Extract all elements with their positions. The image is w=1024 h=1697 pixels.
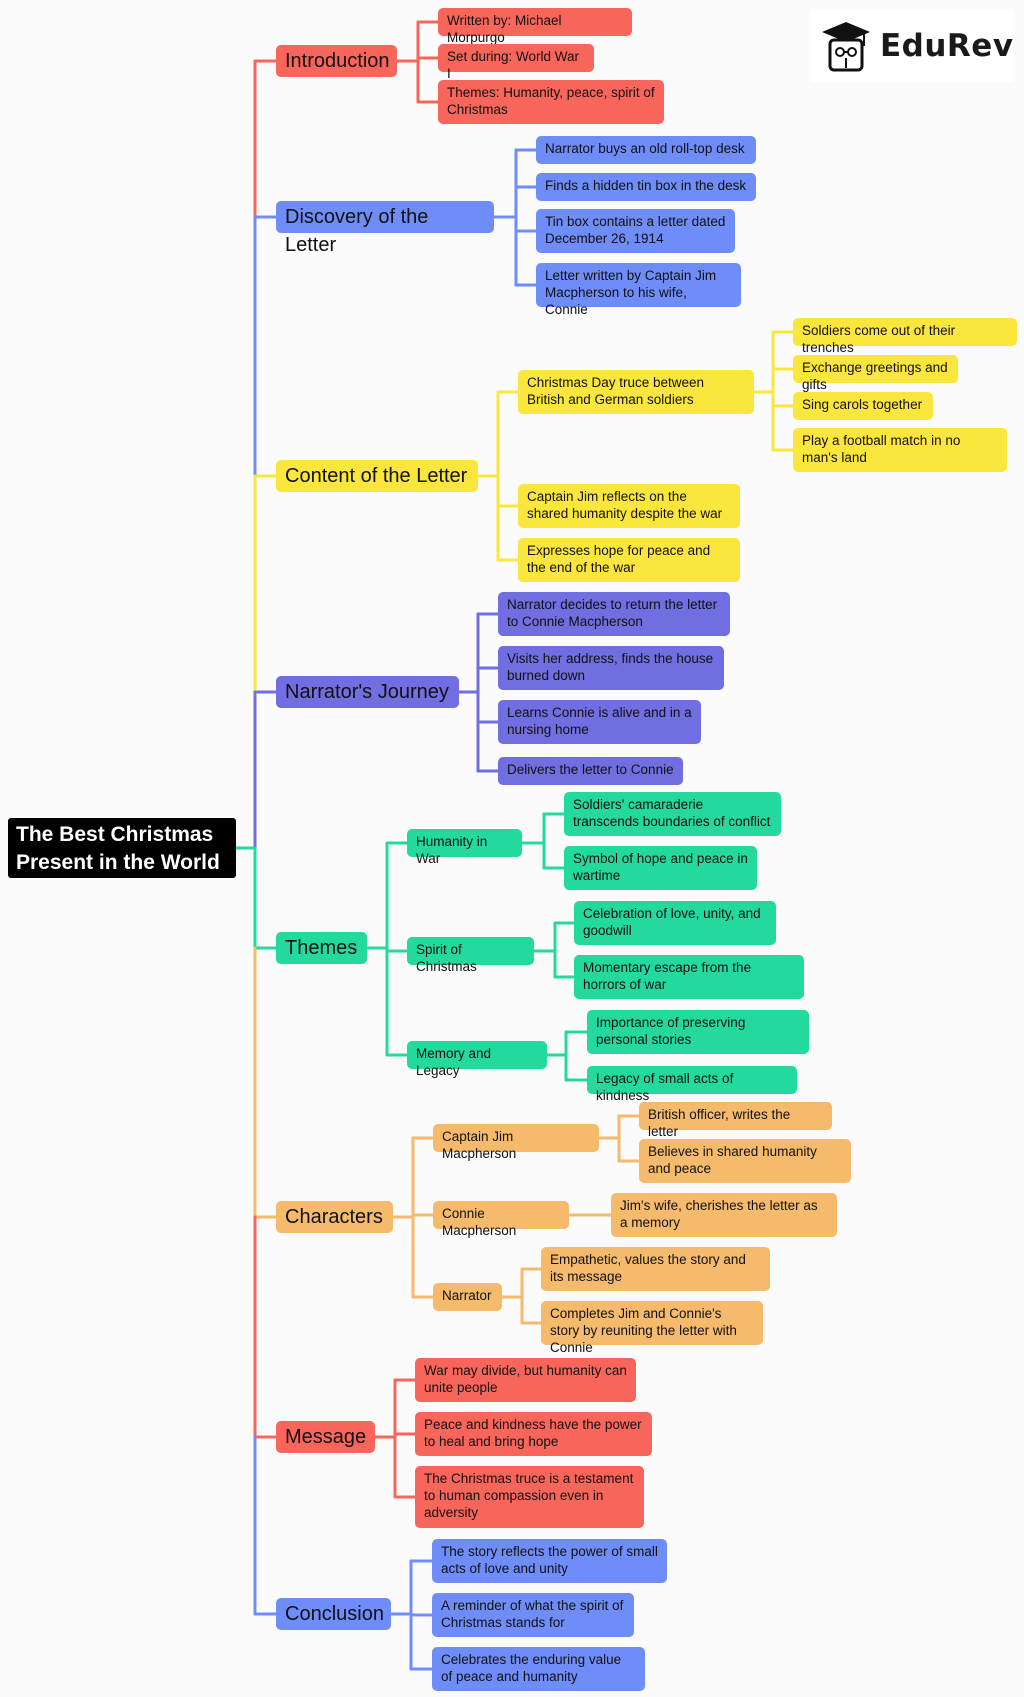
leaf-celebration-of-love-unity-and-goodwill: Celebration of love, unity, and goodwill [574, 901, 776, 945]
branch-message: Message [276, 1421, 375, 1453]
leaf-completes-jim-and-connie-s-story-by-reun: Completes Jim and Connie's story by reun… [541, 1301, 763, 1355]
leaf-set-during-world-war-i: Set during: World War I [438, 44, 594, 81]
leaf-peace-and-kindness-have-the-power-to-hea: Peace and kindness have the power to hea… [415, 1412, 652, 1456]
leaf-captain-jim-reflects-on-the-shared-human: Captain Jim reflects on the shared human… [518, 484, 740, 528]
leaf-legacy-of-small-acts-of-kindness: Legacy of small acts of kindness [587, 1066, 797, 1103]
leaf-the-story-reflects-the-power-of-small-ac: The story reflects the power of small ac… [432, 1539, 667, 1583]
leaf-themes-humanity-peace-spirit-of-christma: Themes: Humanity, peace, spirit of Chris… [438, 80, 664, 124]
subtopic-christmas-day-truce-between-british-and-: Christmas Day truce between British and … [518, 370, 754, 414]
leaf-delivers-the-letter-to-connie: Delivers the letter to Connie [498, 757, 683, 785]
leaf-soldiers-come-out-of-their-trenches: Soldiers come out of their trenches [793, 318, 1017, 355]
subtopic-memory-and-legacy: Memory and Legacy [407, 1041, 547, 1078]
leaf-jim-s-wife-cherishes-the-letter-as-a-mem: Jim's wife, cherishes the letter as a me… [611, 1193, 837, 1237]
leaf-narrator-decides-to-return-the-letter-to: Narrator decides to return the letter to… [498, 592, 730, 636]
branch-introduction: Introduction [276, 45, 397, 77]
leaf-expresses-hope-for-peace-and-the-end-of-: Expresses hope for peace and the end of … [518, 538, 740, 582]
subtopic-humanity-in-war: Humanity in War [407, 829, 522, 866]
branch-content-of-the-letter: Content of the Letter [276, 460, 478, 492]
leaf-believes-in-shared-humanity-and-peace: Believes in shared humanity and peace [639, 1139, 851, 1183]
subtopic-spirit-of-christmas: Spirit of Christmas [407, 937, 534, 974]
branch-themes: Themes [276, 932, 367, 964]
edurev-logo: EduRev [810, 10, 1014, 82]
leaf-learns-connie-is-alive-and-in-a-nursing-: Learns Connie is alive and in a nursing … [498, 700, 701, 744]
leaf-british-officer-writes-the-letter: British officer, writes the letter [639, 1102, 832, 1139]
graduation-cap-icon [822, 22, 870, 72]
leaf-letter-written-by-captain-jim-macpherson: Letter written by Captain Jim Macpherson… [536, 263, 741, 317]
root-title: The Best Christmas Present in the World [8, 818, 236, 878]
leaf-exchange-greetings-and-gifts: Exchange greetings and gifts [793, 355, 958, 392]
leaf-play-a-football-match-in-no-man-s-land: Play a football match in no man's land [793, 428, 1007, 472]
subtopic-narrator: Narrator [433, 1283, 502, 1311]
leaf-sing-carols-together: Sing carols together [793, 392, 933, 420]
leaf-celebrates-the-enduring-value-of-peace-a: Celebrates the enduring value of peace a… [432, 1647, 645, 1691]
leaf-momentary-escape-from-the-horrors-of-war: Momentary escape from the horrors of war [574, 955, 804, 999]
leaf-visits-her-address-finds-the-house-burne: Visits her address, finds the house burn… [498, 646, 724, 690]
branch-narrator-s-journey: Narrator's Journey [276, 676, 459, 708]
subtopic-connie-macpherson: Connie Macpherson [433, 1201, 569, 1238]
leaf-the-christmas-truce-is-a-testament-to-hu: The Christmas truce is a testament to hu… [415, 1466, 644, 1528]
leaf-a-reminder-of-what-the-spirit-of-christm: A reminder of what the spirit of Christm… [432, 1593, 634, 1637]
branch-discovery-of-the-letter: Discovery of the Letter [276, 201, 494, 256]
leaf-symbol-of-hope-and-peace-in-wartime: Symbol of hope and peace in wartime [564, 846, 757, 890]
leaf-importance-of-preserving-personal-storie: Importance of preserving personal storie… [587, 1010, 809, 1054]
brand-name: EduRev [880, 28, 1014, 64]
leaf-finds-a-hidden-tin-box-in-the-desk: Finds a hidden tin box in the desk [536, 173, 756, 201]
leaf-soldiers-camaraderie-transcends-boundari: Soldiers' camaraderie transcends boundar… [564, 792, 781, 836]
leaf-narrator-buys-an-old-roll-top-desk: Narrator buys an old roll-top desk [536, 136, 756, 164]
leaf-written-by-michael-morpurgo: Written by: Michael Morpurgo [438, 8, 632, 45]
leaf-empathetic-values-the-story-and-its-mess: Empathetic, values the story and its mes… [541, 1247, 770, 1291]
leaf-war-may-divide-but-humanity-can-unite-pe: War may divide, but humanity can unite p… [415, 1358, 636, 1402]
branch-characters: Characters [276, 1201, 393, 1233]
branch-conclusion: Conclusion [276, 1598, 391, 1630]
subtopic-captain-jim-macpherson: Captain Jim Macpherson [433, 1124, 599, 1161]
leaf-tin-box-contains-a-letter-dated-december: Tin box contains a letter dated December… [536, 209, 735, 253]
